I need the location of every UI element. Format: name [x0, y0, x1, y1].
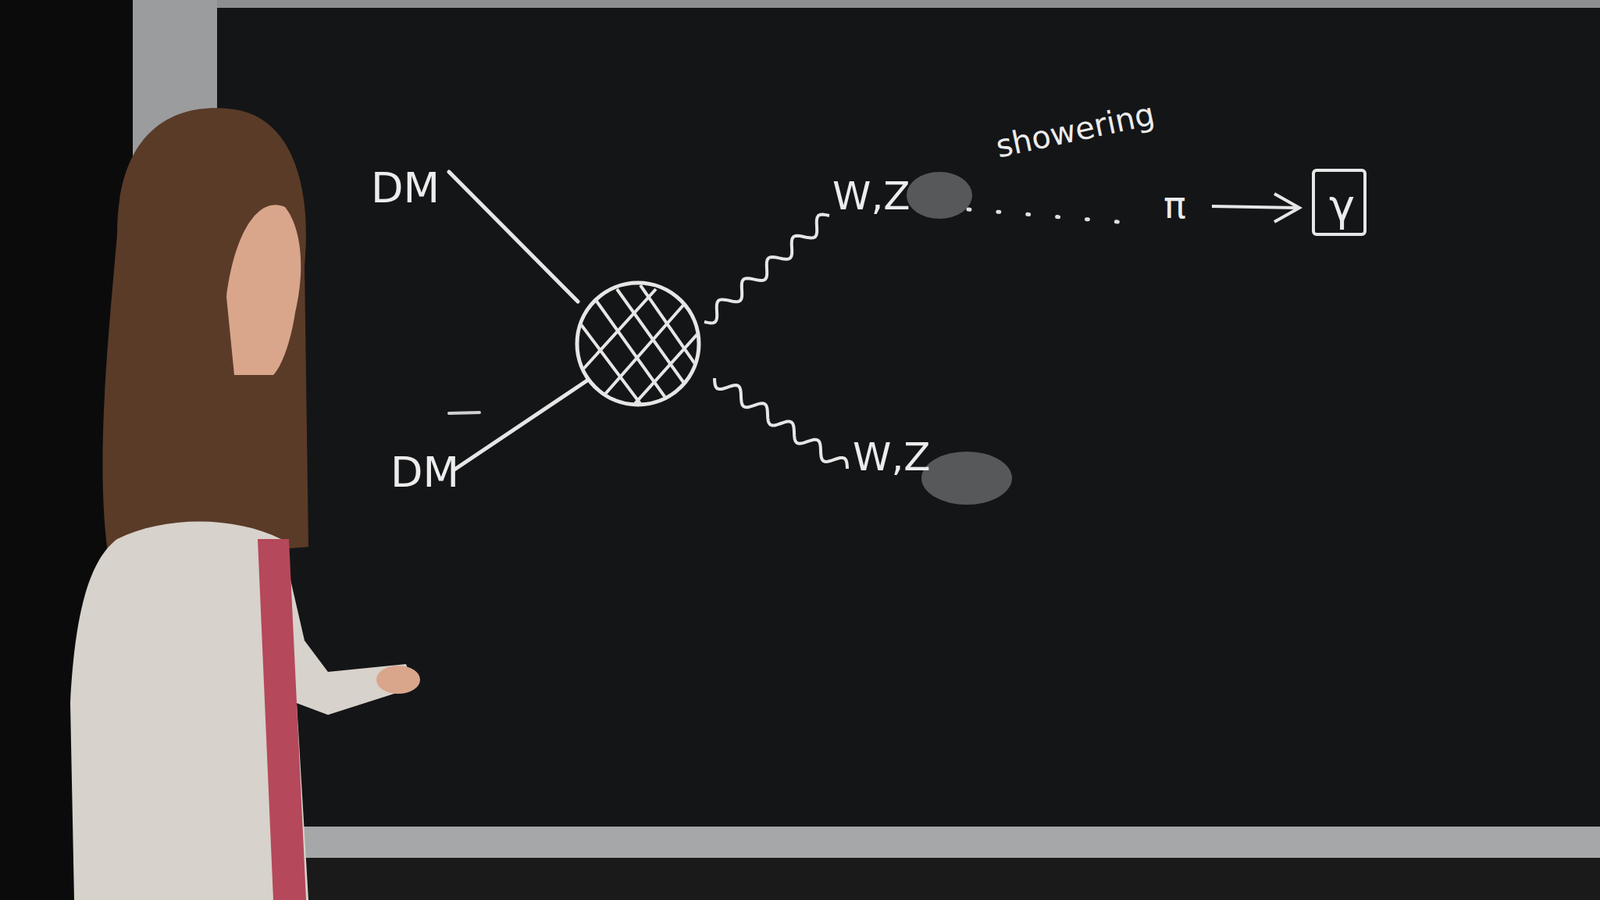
- boxed-particle: γ: [1311, 168, 1367, 236]
- chalk-label: DM: [390, 451, 460, 494]
- chalk-ledge: [217, 826, 1600, 858]
- decay-arrow: [1211, 206, 1297, 208]
- chalk-smudge: [906, 171, 973, 219]
- boson-lines: [704, 214, 848, 469]
- chalk-label: W,Z: [852, 437, 931, 477]
- chalk-label: DM: [370, 167, 440, 210]
- chalk-label: W,Z: [832, 176, 911, 216]
- floor-shadow: [217, 857, 1600, 900]
- blackboard: [217, 0, 1600, 828]
- lecturer: [70, 107, 421, 900]
- particle-symbol: γ: [1329, 183, 1350, 228]
- decay-arrowhead: [1274, 193, 1300, 222]
- boson-wavy-line: [714, 377, 848, 469]
- incoming-line: [454, 380, 588, 470]
- incoming-line: [448, 171, 578, 302]
- chalk-smudge: [921, 451, 1013, 505]
- shower-dots: [968, 209, 1137, 224]
- board-top-frame: [217, 0, 1600, 8]
- antiparticle-bar: [448, 412, 480, 414]
- interaction-vertex: [577, 282, 699, 405]
- chalk-label: π: [1163, 185, 1187, 224]
- boson-wavy-line: [704, 214, 830, 324]
